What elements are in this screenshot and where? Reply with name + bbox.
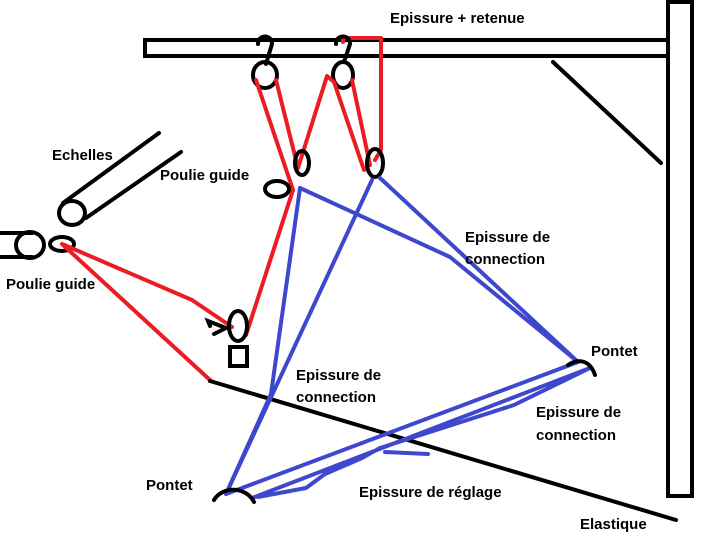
diagonal-brace xyxy=(551,60,663,165)
left-guide-pulley xyxy=(14,230,46,260)
guide-pulley-top xyxy=(263,179,291,199)
top-pulley-left xyxy=(251,60,279,90)
middle-pulley-left xyxy=(293,149,311,177)
middle-pulley-right xyxy=(365,147,385,179)
ladder-rail-upper xyxy=(61,131,161,205)
label-elastique: Elastique xyxy=(580,516,647,533)
label-pontet-right: Pontet xyxy=(591,343,638,360)
elastique-line xyxy=(208,379,678,522)
blue-rope-triangle xyxy=(298,176,580,364)
horizontal-beam xyxy=(143,38,670,58)
tensioner-pulley xyxy=(227,309,249,343)
tensioner-bracket xyxy=(204,317,231,336)
red-rope-left xyxy=(60,242,234,382)
blue-rope-reglage xyxy=(383,450,430,456)
ladder-rail-lower xyxy=(84,150,183,220)
ladder-end-pulley xyxy=(57,199,87,227)
label-poulie-guide-left: Poulie guide xyxy=(6,276,95,293)
hook-left xyxy=(256,34,275,66)
label-pontet-left: Pontet xyxy=(146,477,193,494)
red-rope-to-lower-pulley xyxy=(244,188,295,337)
label-epissure-connection-lower-1: Epissure de xyxy=(536,404,621,421)
label-epissure-connection-center-1: Epissure de xyxy=(296,367,381,384)
label-epissure-reglage: Epissure de réglage xyxy=(359,484,502,501)
vertical-post xyxy=(666,0,694,498)
label-poulie-guide-top: Poulie guide xyxy=(160,167,249,184)
pontet-right-arc xyxy=(566,359,597,377)
label-epissure-connection-lower-2: connection xyxy=(536,427,616,444)
label-epissure-connection-center-2: connection xyxy=(296,389,376,406)
label-epissure-connection-right-2: connection xyxy=(465,251,545,268)
label-echelles: Echelles xyxy=(52,147,113,164)
blue-rope-long xyxy=(224,178,580,496)
blue-rope-lower xyxy=(250,366,592,500)
label-epissure-retenue: Epissure + retenue xyxy=(390,10,525,27)
red-rope-upper xyxy=(254,74,372,192)
label-epissure-connection-right-1: Epissure de xyxy=(465,229,550,246)
left-small-pulley xyxy=(48,235,76,253)
top-pulley-right xyxy=(331,60,355,90)
hook-right xyxy=(334,34,353,64)
pontet-left-arc xyxy=(212,487,256,504)
tensioner-box xyxy=(228,345,249,368)
